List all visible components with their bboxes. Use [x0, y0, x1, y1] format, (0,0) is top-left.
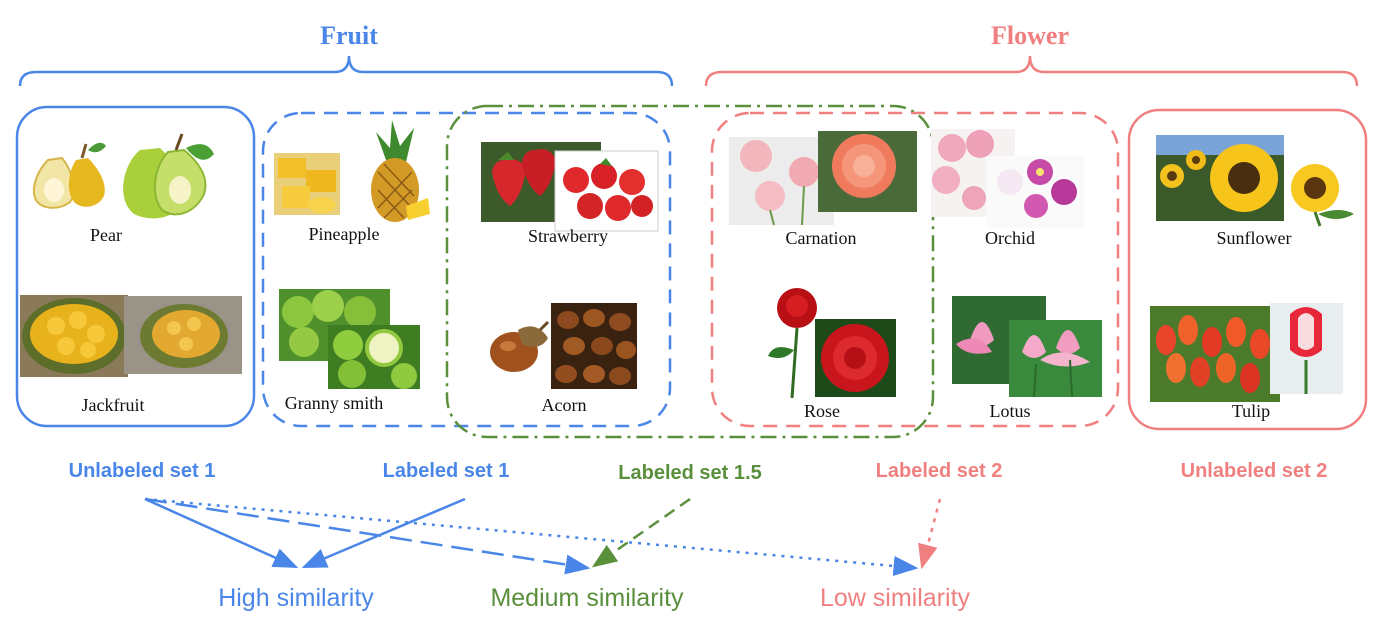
item-label-rose: Rose — [804, 401, 840, 421]
item-label-pineapple: Pineapple — [309, 224, 380, 244]
pear-image — [32, 133, 214, 219]
strawberry-image — [481, 142, 659, 232]
arrow-unlabeled-to-high — [144, 497, 299, 569]
similarity-medium: Medium similarity — [490, 584, 684, 612]
item-label-orchid: Orchid — [985, 228, 1035, 248]
pineapple-image — [274, 120, 430, 222]
set-label-labeled-1-5: Labeled set 1.5 — [618, 462, 761, 484]
arrow-unlabeled-to-low — [144, 497, 919, 576]
item-label-carnation: Carnation — [786, 228, 857, 248]
item-label-granny-smith: Granny smith — [285, 393, 384, 413]
item-label-acorn: Acorn — [542, 395, 587, 415]
flower-brace — [704, 55, 1359, 87]
unlabeled-set-2-box — [1127, 108, 1368, 431]
set-label-labeled-1: Labeled set 1 — [383, 460, 510, 482]
orchid-image — [931, 129, 1084, 228]
group-title-flower: Flower — [991, 21, 1069, 50]
set-label-unlabeled-2: Unlabeled set 2 — [1181, 460, 1328, 482]
item-label-tulip: Tulip — [1232, 401, 1270, 421]
labeled-set-1-5-box — [445, 104, 935, 439]
labeled-set-2-box — [710, 111, 1120, 428]
similarity-low: Low similarity — [820, 584, 971, 612]
group-title-fruit: Fruit — [320, 21, 378, 50]
item-label-sunflower: Sunflower — [1217, 228, 1292, 248]
granny-smith-image — [279, 289, 420, 389]
set-label-unlabeled-1: Unlabeled set 1 — [69, 460, 216, 482]
set-label-labeled-2: Labeled set 2 — [876, 460, 1003, 482]
arrow-unlabeled-to-medium — [144, 497, 591, 575]
acorn-image — [490, 303, 637, 389]
lotus-image — [952, 296, 1102, 398]
item-label-lotus: Lotus — [989, 401, 1030, 421]
similarity-high: High similarity — [218, 584, 374, 612]
item-label-jackfruit: Jackfruit — [82, 395, 145, 415]
tulip-image — [1150, 303, 1343, 402]
arrow-labeled-1-5-to-medium — [591, 497, 691, 568]
sunflower-image — [1156, 135, 1354, 227]
carnation-image — [729, 131, 917, 226]
fruit-brace — [18, 55, 674, 87]
arrow-labeled-1-to-high — [301, 497, 466, 569]
jackfruit-image — [20, 295, 242, 377]
item-label-strawberry: Strawberry — [528, 226, 608, 246]
unlabeled-set-1-box — [15, 105, 256, 428]
arrow-labeled-2-to-low — [918, 498, 942, 570]
item-label-pear: Pear — [90, 225, 122, 245]
rose-image — [768, 288, 896, 399]
